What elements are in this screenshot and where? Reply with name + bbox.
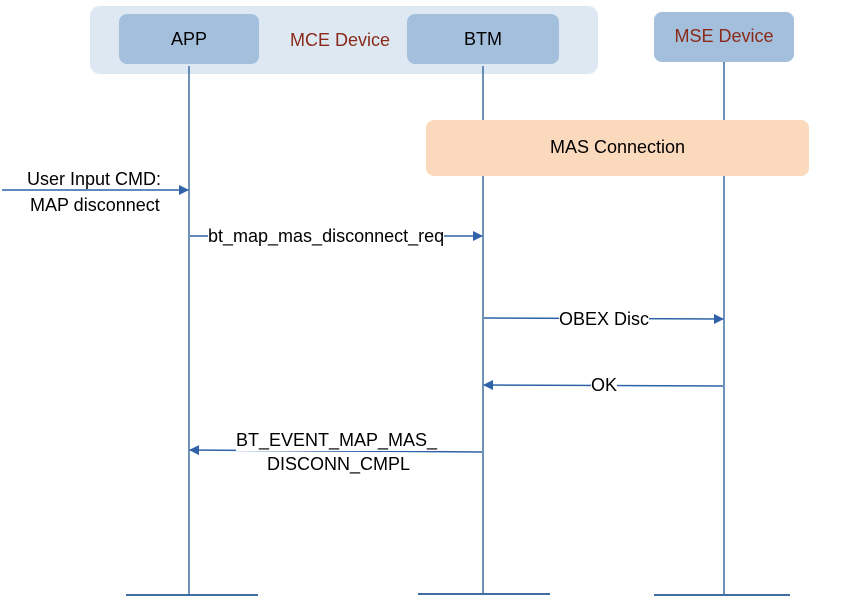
app-participant-label: APP [170, 29, 208, 49]
user-input-label-line1: User Input CMD: [27, 169, 162, 189]
app-participant-box [119, 14, 259, 64]
btm-participant-box [407, 14, 559, 64]
mse-participant-label: MSE Device [674, 26, 774, 46]
disconn-cmpl-label-line1: BT_EVENT_MAP_MAS_ [236, 429, 438, 451]
mas-connection-banner [426, 120, 809, 176]
mas-connection-label: MAS Connection [549, 137, 686, 157]
obex-disc-label: OBEX Disc [559, 308, 650, 330]
disconnect-req-label: bt_map_mas_disconnect_req [208, 225, 445, 247]
btm-participant-label: BTM [464, 29, 502, 49]
mse-participant-box [654, 12, 794, 62]
disconn-cmpl-label-line2: DISCONN_CMPL [267, 453, 411, 475]
ok-label: OK [591, 374, 618, 396]
mce-device-label: MCE Device [289, 30, 391, 50]
user-input-label-line2: MAP disconnect [30, 195, 160, 215]
